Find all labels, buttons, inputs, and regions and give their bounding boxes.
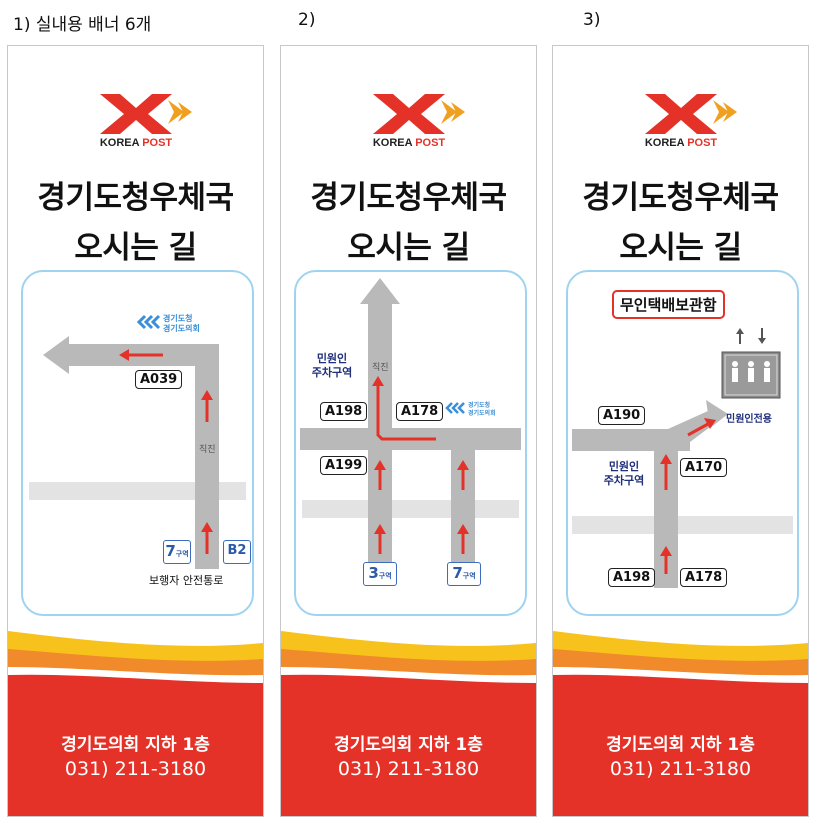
banner-title: 경기도청우체국 [310, 180, 507, 216]
svg-text:KOREA POST: KOREA POST [100, 137, 173, 149]
label-a178: A178 [396, 402, 444, 421]
label-a198: A198 [608, 568, 656, 587]
banner-2: KOREA POST 경기도청우체국 오시는 길 [280, 45, 537, 817]
walkway-label: 보행자 안전통로 [149, 574, 224, 587]
footer-location: 경기도의회 지하 1층 [606, 735, 755, 755]
label-a198: A198 [320, 402, 368, 421]
korea-post-logo: KOREA POST [8, 88, 263, 150]
label-a199: A199 [320, 456, 368, 475]
label-a039: A039 [135, 370, 183, 389]
footer-wave [8, 631, 263, 816]
footer-wave [281, 631, 536, 816]
banner-3: KOREA POST 경기도청우체국 오시는 길 [552, 45, 809, 817]
footer-location: 경기도의회 지하 1층 [334, 735, 483, 755]
b2-badge: B2 [223, 540, 251, 564]
footer-wave [553, 631, 808, 816]
straight-label: 직진 [372, 363, 389, 373]
straight-label: 직진 [199, 445, 216, 455]
parcel-locker-title: 무인택배보관함 [612, 290, 725, 319]
zone-7-badge: 7구역 [163, 540, 191, 564]
korea-post-logo: KOREA POST [553, 88, 808, 150]
header-2: 2) [298, 10, 316, 30]
banner-title: 경기도청우체국 [582, 180, 779, 216]
banner-title: 경기도청우체국 [37, 180, 234, 216]
elevator-label: 민원인전용 [726, 414, 772, 425]
header-1: 1) 실내용 배너 6개 [13, 15, 152, 35]
footer-phone: 031) 211-3180 [609, 758, 752, 780]
header-3: 3) [583, 10, 601, 30]
banner-subtitle: 오시는 길 [619, 230, 742, 266]
footer-location: 경기도의회 지하 1층 [61, 735, 210, 755]
footer-phone: 031) 211-3180 [64, 758, 207, 780]
label-a170: A170 [680, 458, 728, 477]
korea-post-logo: KOREA POST [281, 88, 536, 150]
svg-text:KOREA POST: KOREA POST [645, 137, 718, 149]
banner-subtitle: 오시는 길 [347, 230, 470, 266]
zone-3-badge: 3구역 [363, 562, 397, 586]
label-a178: A178 [680, 568, 728, 587]
footer-phone: 031) 211-3180 [337, 758, 480, 780]
svg-text:KOREA POST: KOREA POST [373, 137, 446, 149]
banner-subtitle: 오시는 길 [74, 230, 197, 266]
label-a190: A190 [598, 406, 646, 425]
zone-7-badge: 7구역 [447, 562, 481, 586]
